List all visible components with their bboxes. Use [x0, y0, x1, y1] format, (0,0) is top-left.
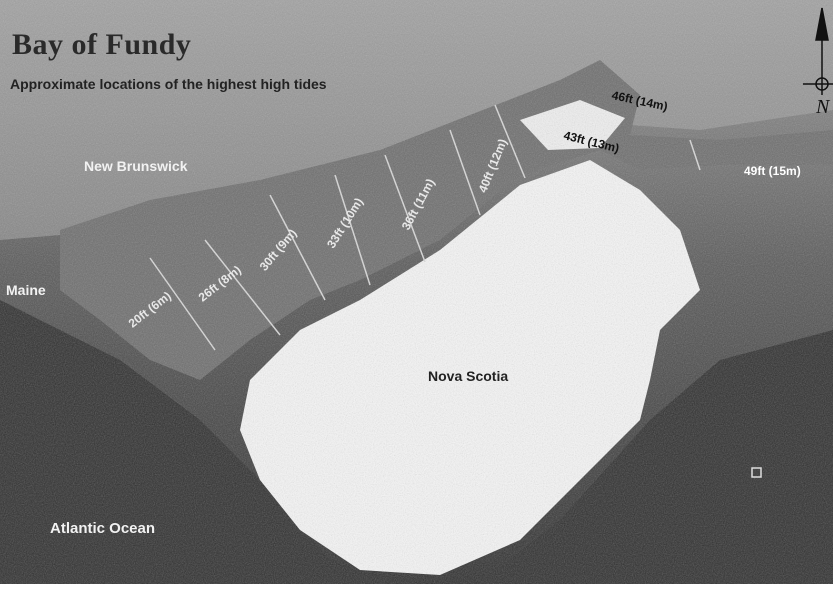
map-title: Bay of Fundy	[12, 28, 192, 61]
compass-north-label: N	[816, 96, 830, 118]
label-nova-scotia: Nova Scotia	[428, 368, 509, 384]
location-marker-icon	[751, 467, 762, 478]
tide-label: 49ft (15m)	[744, 164, 801, 178]
label-new-brunswick: New Brunswick	[84, 158, 188, 174]
map-subtitle: Approximate locations of the highest hig…	[10, 76, 327, 92]
label-atlantic-ocean: Atlantic Ocean	[50, 520, 156, 537]
label-maine: Maine	[6, 282, 46, 298]
compass-icon	[803, 7, 833, 95]
